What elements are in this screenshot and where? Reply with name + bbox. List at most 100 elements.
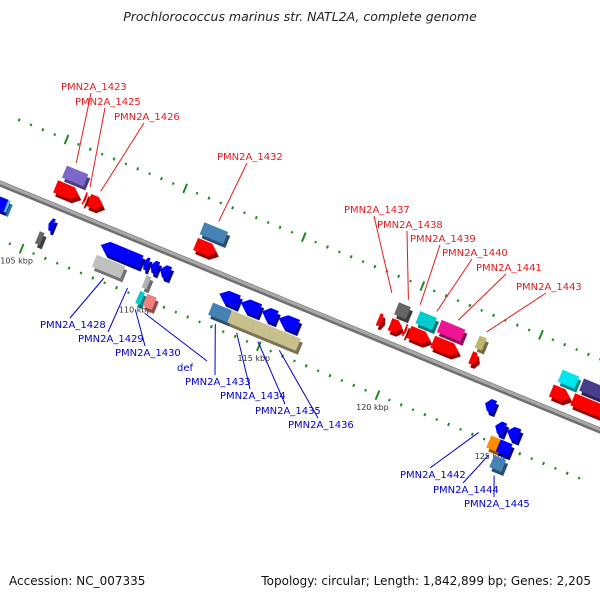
gene-feature[interactable] — [474, 335, 489, 355]
leader-line — [89, 107, 106, 188]
gene-feature[interactable] — [227, 310, 258, 337]
gene-feature[interactable] — [53, 180, 82, 204]
gene-feature[interactable] — [135, 290, 147, 309]
gene-feature[interactable] — [100, 241, 146, 272]
gene-feature[interactable] — [34, 231, 47, 250]
minor-tick — [162, 305, 166, 309]
gene-label[interactable]: PMN2A_1425 — [75, 97, 141, 108]
gene-feature[interactable] — [267, 327, 303, 355]
minor-tick — [304, 364, 308, 368]
minor-tick — [577, 476, 581, 480]
gene-feature[interactable] — [91, 254, 128, 283]
gene-feature[interactable] — [495, 421, 510, 440]
gene-feature[interactable] — [48, 218, 58, 236]
gene-body — [141, 275, 152, 290]
gene-label[interactable]: PMN2A_1445 — [464, 499, 530, 510]
gene-feature[interactable] — [81, 192, 90, 209]
gene-feature[interactable] — [160, 265, 175, 284]
gene-feature[interactable] — [468, 351, 480, 369]
minor-tick — [551, 338, 555, 342]
minor-tick — [29, 123, 33, 127]
gene-feature[interactable] — [150, 260, 163, 279]
gene-feature[interactable] — [394, 302, 413, 324]
gene-label[interactable]: PMN2A_1430 — [115, 348, 181, 359]
gene-feature[interactable] — [142, 293, 159, 314]
gene-feature[interactable] — [401, 323, 411, 341]
gene-body — [208, 302, 232, 323]
minor-tick — [373, 264, 377, 269]
minor-tick — [67, 266, 71, 270]
gene-feature[interactable] — [430, 335, 461, 360]
gene-label[interactable]: PMN2A_1434 — [220, 391, 286, 402]
gene-label[interactable]: PMN2A_1429 — [78, 334, 144, 345]
gene-body — [227, 310, 256, 333]
minor-tick — [233, 334, 237, 339]
minor-tick — [314, 240, 318, 244]
gene-label[interactable]: PMN2A_1423 — [61, 82, 127, 93]
gene-label[interactable]: PMN2A_1428 — [40, 320, 106, 331]
minor-tick — [219, 201, 223, 205]
gene-label[interactable]: PMN2A_1444 — [433, 485, 499, 496]
gene-feature[interactable] — [219, 290, 243, 312]
gene-body — [548, 384, 571, 402]
gene-feature[interactable] — [485, 399, 500, 418]
major-tick — [374, 390, 381, 401]
gene-label[interactable]: def — [177, 363, 194, 374]
gene-label[interactable]: PMN2A_1443 — [516, 282, 582, 293]
gene-feature[interactable] — [193, 238, 219, 260]
gene-feature[interactable] — [570, 393, 600, 423]
gene-label[interactable]: PMN2A_1440 — [442, 248, 508, 259]
leader-line — [69, 277, 105, 319]
gene-feature[interactable] — [436, 319, 468, 346]
gene-body — [143, 257, 151, 271]
minor-tick — [269, 349, 273, 353]
gene-label[interactable]: PMN2A_1439 — [410, 234, 476, 245]
leader-line — [218, 162, 248, 222]
major-tick — [538, 329, 544, 340]
gene-label[interactable]: PMN2A_1437 — [344, 205, 410, 216]
gene-label[interactable]: PMN2A_1442 — [400, 470, 466, 481]
gene-feature[interactable] — [143, 257, 153, 275]
gene-feature[interactable] — [240, 299, 265, 321]
gene-feature[interactable] — [141, 275, 154, 294]
gene-feature[interactable] — [86, 194, 105, 214]
gene-body — [142, 293, 157, 310]
gene-feature[interactable] — [199, 222, 231, 248]
gene-feature[interactable] — [548, 384, 573, 406]
minor-tick — [482, 437, 486, 441]
gene-label[interactable]: PMN2A_1432 — [217, 152, 283, 163]
minor-tick — [124, 162, 128, 166]
gene-label[interactable]: PMN2A_1435 — [255, 406, 321, 417]
minor-tick — [470, 432, 474, 436]
minor-tick — [103, 281, 107, 285]
gene-feature[interactable] — [557, 369, 582, 393]
minor-tick — [209, 324, 213, 329]
minor-tick — [340, 378, 344, 382]
minor-tick — [432, 289, 436, 293]
gene-feature[interactable] — [262, 308, 281, 328]
gene-body — [3, 199, 11, 213]
gene-label[interactable]: PMN2A_1426 — [114, 112, 180, 123]
gene-body — [495, 439, 513, 457]
minor-tick — [243, 211, 246, 215]
gene-feature[interactable] — [579, 378, 600, 411]
gene-feature[interactable] — [406, 325, 433, 348]
gene-feature[interactable] — [507, 426, 524, 446]
gene-label[interactable]: PMN2A_1433 — [185, 377, 251, 388]
gene-feature[interactable] — [415, 311, 439, 334]
gene-feature[interactable] — [489, 455, 509, 476]
gene-feature[interactable] — [375, 313, 386, 331]
minor-tick — [435, 418, 439, 422]
leader-line — [278, 350, 319, 419]
gene-feature[interactable] — [62, 165, 91, 191]
gene-label[interactable]: PMN2A_1438 — [377, 220, 443, 231]
gene-feature[interactable] — [495, 439, 515, 461]
gene-label[interactable]: PMN2A_1436 — [288, 420, 354, 431]
gene-label[interactable]: PMN2A_1441 — [476, 263, 542, 274]
minor-tick — [112, 157, 116, 161]
gene-feature[interactable] — [278, 315, 303, 337]
gene-body — [262, 308, 279, 324]
gene-feature[interactable] — [387, 318, 404, 337]
gene-feature[interactable] — [3, 199, 13, 217]
leader-line — [134, 309, 146, 347]
